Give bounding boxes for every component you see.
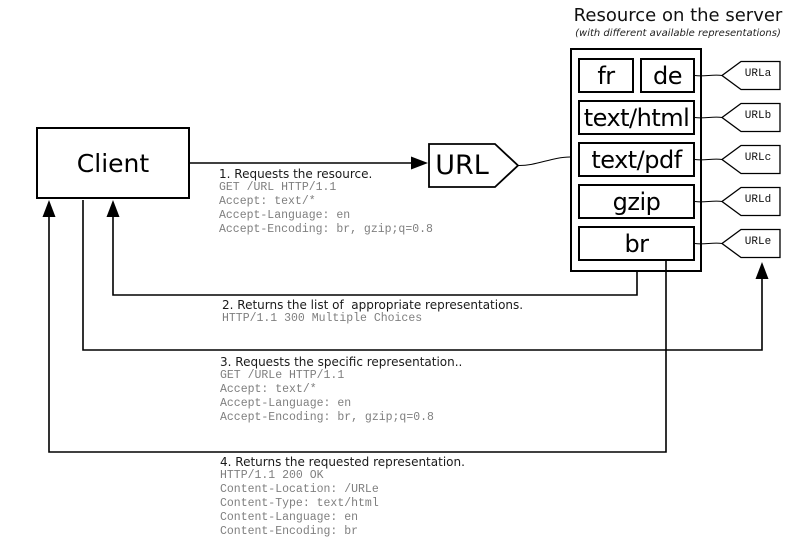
url-tag-b-shape: [720, 102, 781, 133]
url-node-label: URL: [435, 150, 489, 181]
step-4-header-line: Content-Type: text/html: [220, 497, 379, 510]
server-title: Resource on the server: [573, 5, 783, 26]
connector-gzip-urld: [694, 200, 723, 203]
step-4-header-line: Content-Language: en: [220, 511, 359, 524]
connector-de-urla: [694, 74, 723, 77]
representation-br-label: br: [624, 229, 649, 258]
server-node: [570, 48, 702, 272]
representation-br: br: [578, 226, 695, 261]
step-1-header-line: GET /URL HTTP/1.1: [219, 181, 337, 194]
representation-gzip-label: gzip: [612, 187, 661, 216]
url-to-server-connector: [517, 156, 571, 167]
url-tag-d-shape: [720, 186, 781, 217]
connector-html-urlb: [694, 116, 723, 119]
step-2: 2. Returns the list of appropriate repre…: [222, 298, 523, 326]
representation-fr: fr: [578, 58, 634, 93]
step-4: 4. Returns the requested representation.…: [220, 455, 465, 539]
connector-pdf-urlc: [694, 158, 723, 161]
step-4-header-line: HTTP/1.1 200 OK: [220, 469, 324, 482]
step-4-header-line: Content-Location: /URLe: [220, 483, 379, 496]
url-node-shape: [428, 143, 520, 188]
step-2-label: 2. Returns the list of appropriate repre…: [222, 298, 524, 312]
url-tag-a-label: URLa: [744, 68, 772, 80]
step-1-header-line: Accept-Encoding: br, gzip;q=0.8: [219, 223, 433, 236]
representation-de: de: [640, 58, 695, 93]
step-1-header-line: Accept: text/*: [219, 195, 316, 208]
step-3-header-line: Accept-Language: en: [220, 397, 352, 410]
url-tag-d-label: URLd: [744, 194, 772, 206]
server-subtitle: (with different available representation…: [575, 27, 781, 39]
arrow-3-request-line: [82, 200, 763, 351]
representation-text-pdf-label: text/pdf: [591, 145, 682, 174]
arrow-4-head-icon: [42, 200, 56, 217]
arrow-4-return-line: [48, 217, 667, 453]
server-header: Resource on the server (with different a…: [553, 6, 801, 39]
arrow-3-head-icon: [755, 262, 769, 279]
step-4-label: 4. Returns the requested representation.: [220, 455, 465, 469]
arrow-1-head-icon: [411, 156, 428, 170]
step-3-header-line: Accept-Encoding: br, gzip;q=0.8: [220, 411, 434, 424]
representation-text-pdf: text/pdf: [578, 142, 695, 177]
representation-fr-label: fr: [597, 61, 615, 90]
arrow-2-return-line: [112, 217, 638, 296]
representation-gzip: gzip: [578, 184, 695, 219]
step-3-label: 3. Requests the specific representation.…: [220, 355, 463, 369]
step-2-header-line: HTTP/1.1 300 Multiple Choices: [222, 312, 423, 325]
step-3: 3. Requests the specific representation.…: [220, 355, 462, 425]
url-tag-c-shape: [720, 144, 781, 175]
step-1: 1. Requests the resource. GET /URL HTTP/…: [219, 167, 433, 237]
representation-text-html-label: text/html: [583, 103, 690, 132]
client-node: Client: [36, 127, 190, 199]
step-3-header-line: GET /URLe HTTP/1.1: [220, 369, 345, 382]
url-tag-b-label: URLb: [744, 110, 772, 122]
step-1-header-line: Accept-Language: en: [219, 209, 351, 222]
representation-de-label: de: [653, 61, 683, 90]
url-tag-a-shape: [720, 60, 781, 91]
url-tag-e-shape: [720, 228, 781, 259]
arrow-2-head-icon: [106, 200, 120, 217]
step-4-header-line: Content-Encoding: br: [220, 525, 359, 538]
step-1-label: 1. Requests the resource.: [219, 167, 373, 181]
url-tag-e-label: URLe: [744, 236, 772, 248]
step-3-header-line: Accept: text/*: [220, 383, 317, 396]
client-label: Client: [76, 148, 150, 178]
url-tag-c-label: URLc: [744, 152, 772, 164]
connector-br-urle: [694, 242, 723, 245]
representation-text-html: text/html: [578, 100, 695, 135]
